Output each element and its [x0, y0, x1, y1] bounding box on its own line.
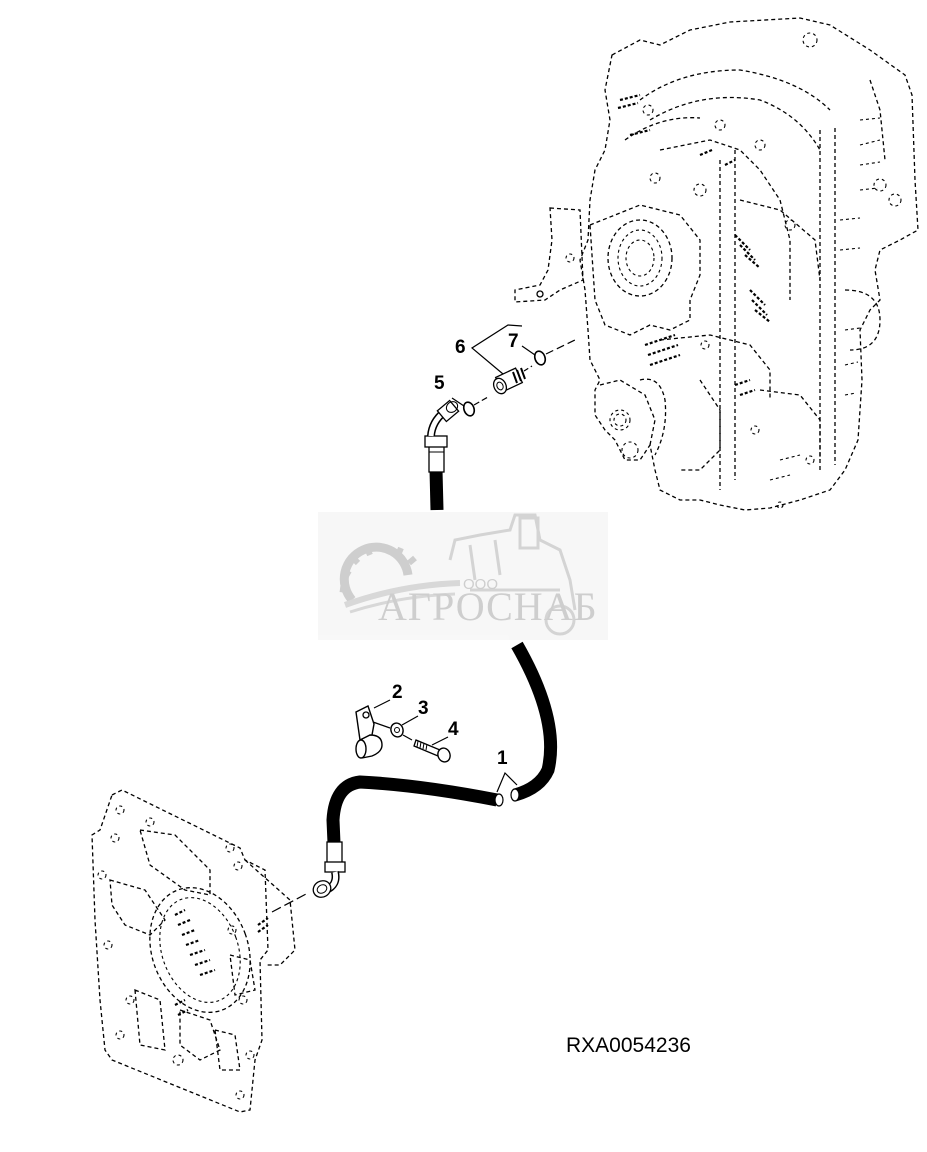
- watermark-background: [318, 512, 608, 640]
- callout-1-leader: [496, 771, 518, 793]
- hose-right-section: [511, 641, 558, 802]
- callout-3: 3: [418, 698, 429, 719]
- watermark-prefix: ООО: [463, 576, 498, 593]
- cap-screw-4: [413, 736, 451, 763]
- callout-6: 6: [455, 337, 466, 358]
- housing-shading: [617, 93, 771, 397]
- plate-bolts: [97, 805, 255, 1100]
- callout-1: 1: [497, 748, 508, 769]
- callout-7: 7: [508, 331, 519, 352]
- transmission-housing: [514, 17, 919, 511]
- callout-4: 4: [448, 719, 459, 740]
- callouts: 1 2 3 4 5 6 7: [392, 324, 523, 793]
- hose-upper-section: [429, 469, 444, 511]
- rear-plate: [91, 789, 309, 1113]
- hose-lower-fitting: [312, 841, 346, 898]
- plate-shading: [174, 909, 269, 1016]
- watermark-company-name: АГРОСНАБ: [378, 584, 598, 629]
- hose-upper-fitting: [424, 399, 460, 473]
- washer-3: [372, 715, 419, 741]
- hose-lower-section: [326, 775, 499, 844]
- callout-2: 2: [392, 682, 403, 703]
- watermark-swoosh: [343, 580, 461, 608]
- housing-bolts: [609, 32, 902, 509]
- watermark-logo: ООО АГРОСНАБ: [318, 512, 608, 640]
- figure-reference: RXA0054236: [566, 1034, 691, 1057]
- o-ring-7: [521, 339, 576, 366]
- gear-icon: [339, 542, 417, 603]
- fitting-6: [492, 365, 533, 395]
- hose-assembly: [312, 399, 558, 898]
- clamp-2: [355, 699, 391, 759]
- callout-5: 5: [434, 373, 445, 394]
- callout-6-leader: [470, 324, 523, 375]
- o-ring-5: [451, 396, 489, 417]
- harvester-icon: [448, 513, 577, 636]
